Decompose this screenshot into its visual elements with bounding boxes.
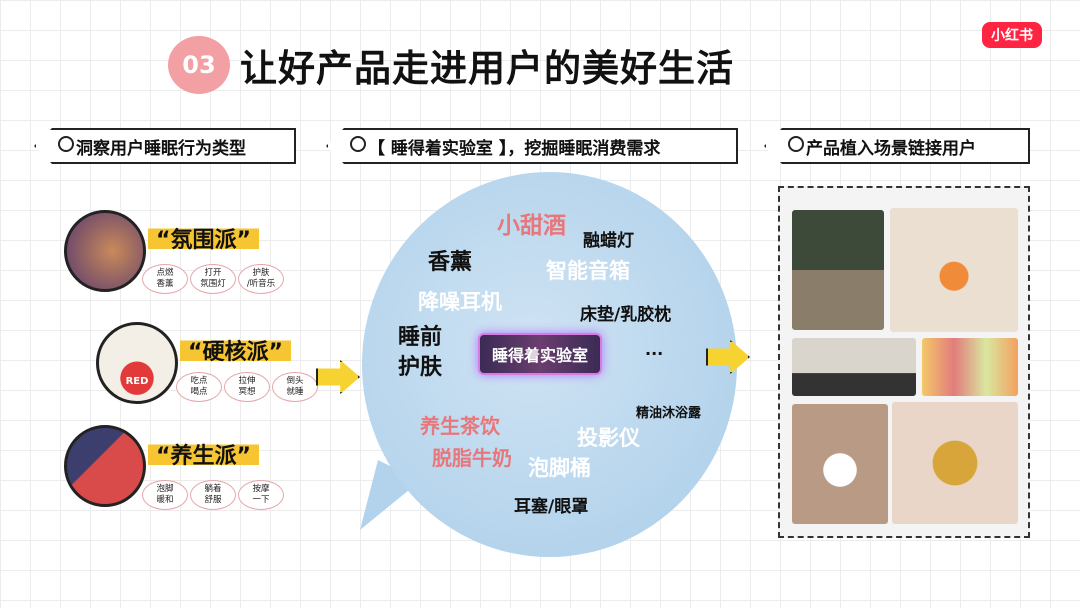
word: 耳塞/眼罩 [514, 497, 589, 517]
word: 融蜡灯 [583, 231, 634, 251]
behavior-list: 吃点 喝点 拉伸 冥想 倒头 就睡 [176, 372, 318, 402]
behavior-pill: 吃点 喝点 [176, 372, 222, 402]
word: 床垫/乳胶枕 [580, 305, 672, 325]
section-banner-insight: 洞察用户睡眠行为类型 [34, 126, 296, 166]
section-title: 洞察用户睡眠行为类型 [34, 128, 296, 164]
photo-foot-bath [892, 402, 1018, 524]
word: 养生茶饮 [420, 414, 500, 438]
word: 投影仪 [577, 426, 640, 450]
word: 精油沐浴露 [636, 406, 702, 421]
behavior-pill: 护肤 /听音乐 [238, 264, 284, 294]
persona-name: “氛围派” [148, 222, 259, 254]
page-title: 让好产品走进用户的美好生活 [240, 47, 734, 90]
section-banner-scenes: 产品植入场景链接用户 [764, 126, 1030, 166]
section-banner-lab: 【 睡得着实验室 】，挖掘睡眠消费需求 [326, 126, 738, 166]
photo-notebook-frame [778, 186, 1030, 538]
persona-name: “养生派” [148, 438, 259, 470]
behavior-pill: 按摩 一下 [238, 480, 284, 510]
behavior-list: 点燃 香薰 打开 氛围灯 护肤 /听音乐 [142, 264, 284, 294]
avatar-health [64, 425, 146, 507]
avatar-atmosphere [64, 210, 146, 292]
persona-name: “硬核派” [180, 334, 291, 366]
arrow-right-icon [316, 360, 360, 394]
word: 睡前 护肤 [398, 325, 443, 380]
photo-wax-lamp [890, 208, 1018, 332]
circle-icon [350, 136, 366, 152]
behavior-pill: 拉伸 冥想 [224, 372, 270, 402]
section-title: 【 睡得着实验室 】，挖掘睡眠消费需求 [326, 128, 738, 164]
word: ... [645, 340, 664, 359]
behavior-pill: 点燃 香薰 [142, 264, 188, 294]
word: 脱脂牛奶 [432, 446, 512, 470]
word: 香薰 [428, 250, 473, 275]
behavior-pill: 泡脚 暖和 [142, 480, 188, 510]
behavior-pill: 躺着 舒服 [190, 480, 236, 510]
circle-icon [788, 136, 804, 152]
word: 泡脚桶 [528, 456, 591, 480]
behavior-pill: 打开 氛围灯 [190, 264, 236, 294]
photo-neck-massager [792, 404, 888, 524]
photo-drinks [922, 338, 1018, 396]
word: 小甜酒 [497, 213, 566, 239]
photo-stretching [792, 338, 916, 396]
word: 降噪耳机 [418, 290, 502, 314]
avatar-hardcore: RED [96, 322, 178, 404]
circle-icon [58, 136, 74, 152]
behavior-list: 泡脚 暖和 躺着 舒服 按摩 一下 [142, 480, 284, 510]
section-number: 03 [168, 36, 230, 94]
photo-projector-scene [792, 210, 884, 330]
word: 智能音箱 [546, 259, 630, 283]
sleep-lab-badge: 睡得着实验室 [478, 333, 602, 375]
behavior-pill: 倒头 就睡 [272, 372, 318, 402]
section-title: 产品植入场景链接用户 [764, 128, 1030, 164]
xiaohongshu-logo: 小红书 [982, 22, 1042, 48]
